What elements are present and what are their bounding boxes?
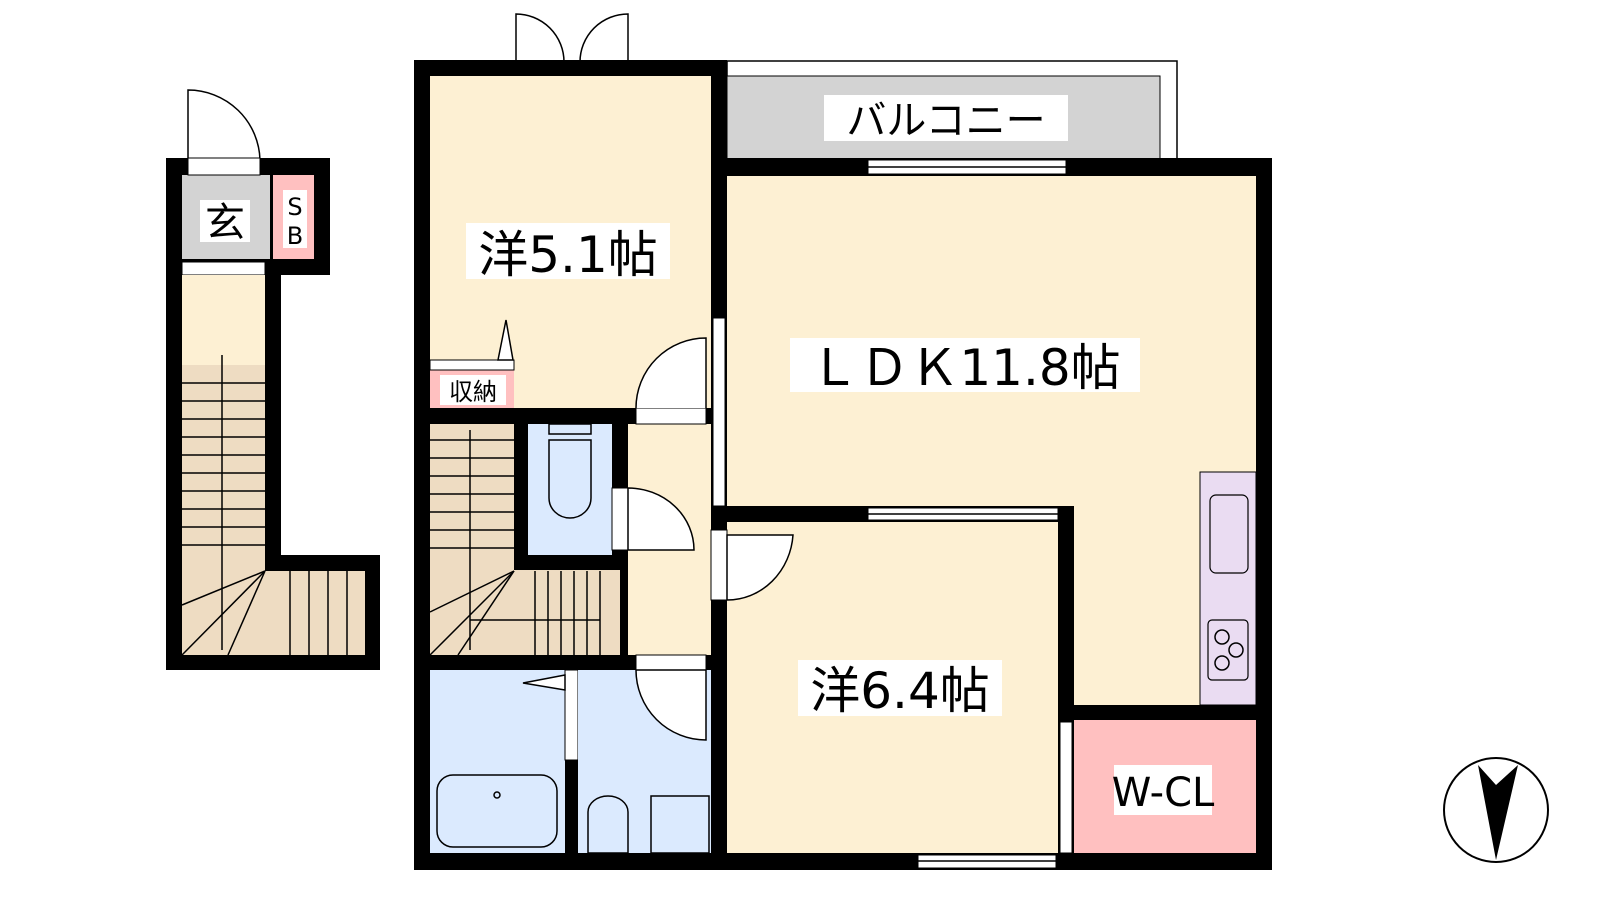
entrance-label: 玄 (205, 200, 245, 246)
western-room-2-label: 洋6.4帖 (810, 662, 990, 720)
closet-door (1059, 721, 1073, 854)
storage-label: 収納 (449, 378, 497, 406)
toilet-room (528, 424, 612, 555)
main-unit: バルコニー (414, 13, 1272, 870)
stove-icon (1207, 619, 1249, 681)
shoe-box-label-s: S (287, 193, 302, 221)
toilet-icon (548, 423, 592, 519)
balcony-label: バルコニー (846, 98, 1045, 144)
washroom-door (635, 669, 707, 741)
washbasin-icon (587, 795, 629, 854)
sink-icon (1209, 494, 1249, 574)
room2-door (726, 534, 794, 601)
balcony-door-right (579, 13, 629, 63)
north-down-icon (1443, 757, 1549, 863)
stairs (182, 365, 265, 655)
room1-door (635, 337, 707, 409)
entrance-unit: 玄 S B (166, 89, 380, 670)
closet-label: W-CL (1112, 770, 1215, 816)
toilet-door (627, 487, 695, 551)
bathroom (430, 670, 565, 853)
ldk-label: ＬＤＫ11.8帖 (809, 339, 1120, 397)
sliding-partition (712, 317, 726, 507)
balcony-door-left (515, 13, 565, 63)
shoe-box-label-b: B (287, 222, 303, 250)
western-room-1-label: 洋5.1帖 (478, 226, 658, 284)
stairs-main (430, 424, 514, 655)
washing-machine-icon (650, 795, 710, 854)
bathtub-icon (436, 774, 558, 848)
entrance-door (187, 89, 261, 161)
